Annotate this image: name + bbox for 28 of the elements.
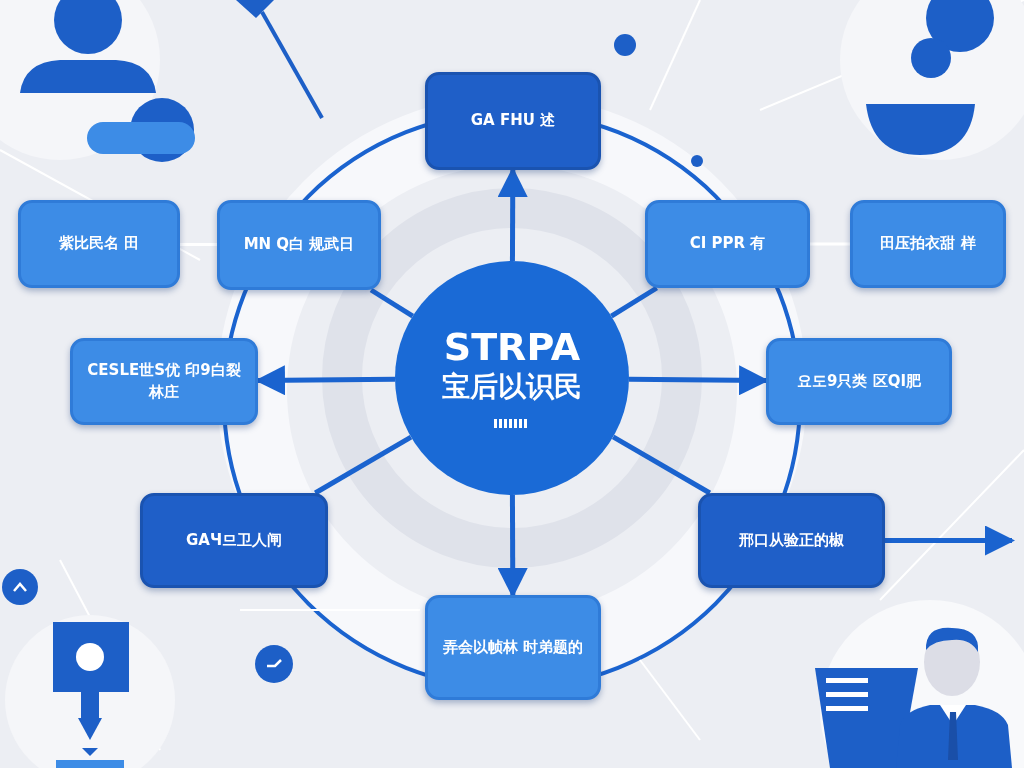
process-box [645, 200, 810, 288]
hub-title: STRPA [442, 326, 582, 369]
process-box [140, 493, 328, 588]
box-label: 弄会以帧林 时弟题的 [441, 636, 585, 658]
connector-line [369, 287, 415, 319]
box-label: 紫比民名 田 [57, 233, 141, 255]
box-label: GAЧ므卫人闸 [184, 529, 283, 551]
arrow [885, 525, 1015, 556]
connector-line [314, 434, 413, 496]
process-box [698, 493, 885, 588]
process-box [425, 595, 601, 700]
box-label: CESLE世S优 印9白裂林庄 [86, 359, 242, 403]
box-label: GA FHU 述 [469, 110, 557, 132]
connector-line [610, 285, 659, 319]
process-box [850, 200, 1006, 288]
process-box [766, 338, 952, 425]
box-label: 邢口从验正的椒 [738, 529, 845, 551]
box-label: MN Q白 规武日 [242, 234, 356, 256]
process-box [425, 72, 601, 170]
connector-line [180, 242, 217, 247]
box-label: 요도9只类 区QI肥 [796, 370, 922, 392]
box-label: CI PPR 有 [688, 233, 767, 255]
process-box [217, 200, 381, 290]
process-box [18, 200, 180, 288]
process-box [70, 338, 258, 425]
connector-line [611, 434, 712, 496]
hub-subtitle: 宝后以识民 [441, 368, 583, 405]
box-label: 田压拍衣甜 样 [879, 233, 977, 255]
